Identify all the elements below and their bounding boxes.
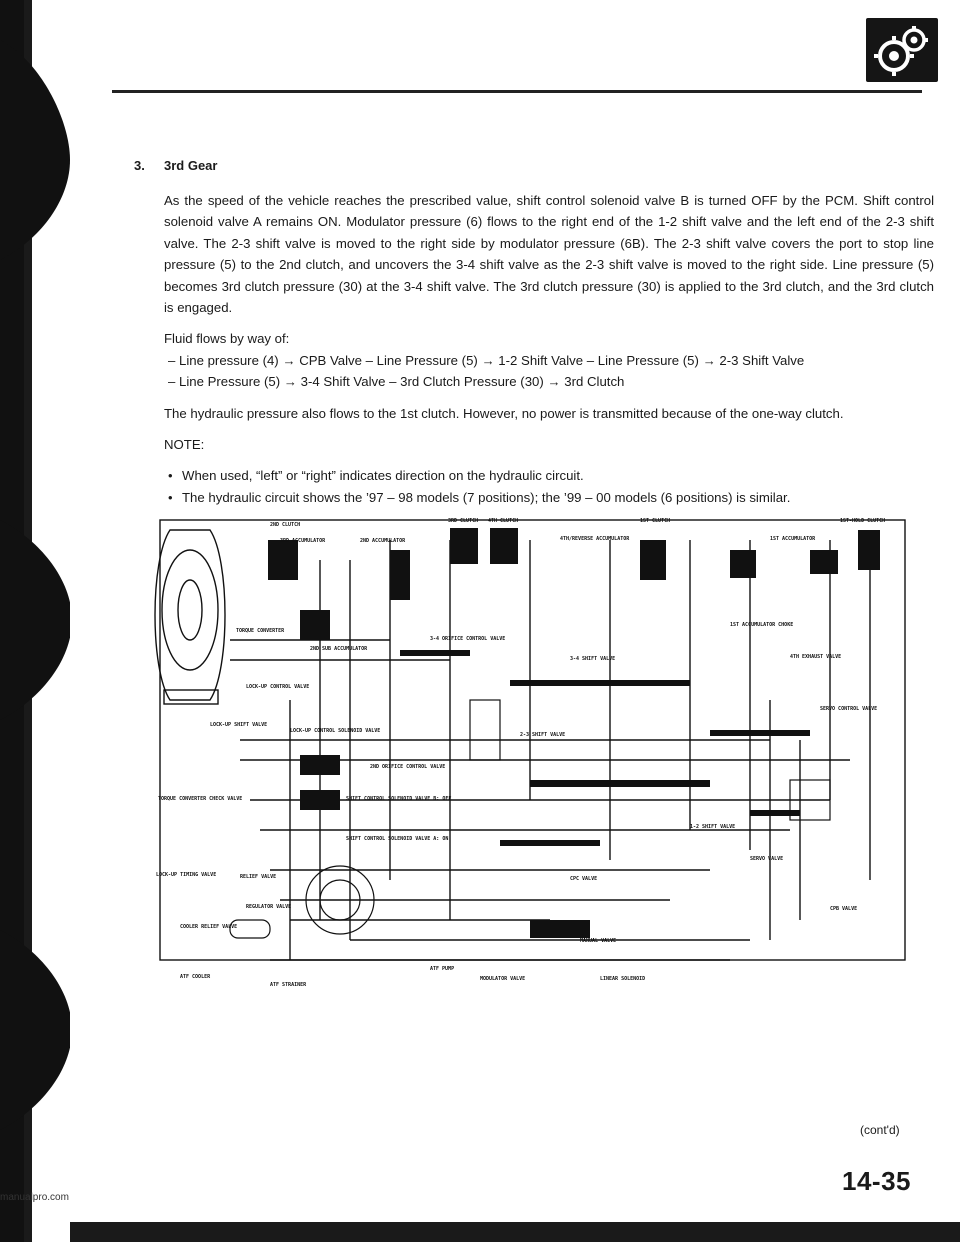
label-lock-up-timing-valve: LOCK-UP TIMING VALVE [156,872,216,878]
label-torque-converter: TORQUE CONVERTER [236,628,285,634]
label-2nd-clutch: 2ND CLUTCH [270,522,300,528]
label-linear-solenoid: LINEAR SOLENOID [600,976,645,982]
label-4th-exhaust-valve: 4TH EXHAUST VALVE [790,654,841,660]
label-2nd-orifice-control-valve: 2ND ORIFICE CONTROL VALVE [370,764,445,770]
section-heading: 3. 3rd Gear [134,158,217,173]
label-atf-cooler: ATF COOLER [180,974,211,980]
label-atf-pump: ATF PUMP [430,966,454,972]
label-1st-accumulator-choke: 1ST ACCUMULATOR CHOKE [730,622,793,628]
label-3-4-shift-valve: 3-4 SHIFT VALVE [570,656,615,662]
paragraph-1: As the speed of the vehicle reaches the … [164,193,934,316]
label-torque-converter-check-valve: TORQUE CONVERTER CHECK VALVE [158,796,242,802]
section-number: 3. [134,158,145,173]
section-title: 3rd Gear [164,158,218,173]
label-3rd-accumulator: 3RD ACCUMULATOR [280,538,326,544]
label-1st-clutch: 1ST CLUTCH [640,518,670,524]
header-rule [112,90,922,93]
footer-bar [70,1222,960,1242]
label-manual-valve: MANUAL VALVE [580,938,616,944]
label-shift-solenoid-b-off: SHIFT CONTROL SOLENOID VALVE B: OFF [346,796,451,802]
body-text: As the speed of the vehicle reaches the … [164,190,934,509]
label-2-3-shift-valve: 2-3 SHIFT VALVE [520,732,565,738]
continued-label: (cont'd) [860,1123,900,1137]
label-1st-accumulator: 1ST ACCUMULATOR [770,536,816,542]
note-list: When used, “left” or “right” indicates d… [164,465,934,508]
page-number: 14-35 [842,1166,911,1196]
label-servo-control-valve: SERVO CONTROL VALVE [820,706,877,712]
label-2nd-accumulator: 2ND ACCUMULATOR [360,538,406,544]
label-1-2-shift-valve: 1-2 SHIFT VALVE [690,824,735,830]
paragraph-2: The hydraulic pressure also flows to the… [164,405,844,421]
label-1st-hold-clutch: 1ST-HOLD CLUTCH [840,518,885,524]
gear-section-icon [866,18,938,82]
label-2nd-sub-accumulator: 2ND SUB ACCUMULATOR [310,646,368,652]
label-4th-clutch: 4TH CLUTCH [488,518,518,524]
label-4th-reverse-accumulator: 4TH/REVERSE ACCUMULATOR [560,536,630,542]
binder-edge-graphic [0,0,70,1242]
label-modulator-valve: MODULATOR VALVE [480,976,525,982]
flow-line-1: – Line pressure (4) → CPB Valve – Line P… [168,352,805,368]
label-lock-up-control-solenoid-valve: LOCK-UP CONTROL SOLENOID VALVE [290,728,380,734]
note-item-1: When used, “left” or “right” indicates d… [164,465,934,487]
label-servo-valve: SERVO VALVE [750,856,783,862]
label-3-4-orifice-control-valve: 3-4 ORIFICE CONTROL VALVE [430,636,505,642]
label-shift-solenoid-a-on: SHIFT CONTROL SOLENOID VALVE A: ON [346,836,448,842]
circuit-svg: 2ND CLUTCH 3RD ACCUMULATOR 2ND ACCUMULAT… [154,518,906,988]
label-lock-up-control-valve: LOCK-UP CONTROL VALVE [246,684,309,690]
flow-intro: Fluid flows by way of: [164,331,290,347]
hydraulic-circuit-diagram: 2ND CLUTCH 3RD ACCUMULATOR 2ND ACCUMULAT… [150,500,920,990]
label-relief-valve: RELIEF VALVE [240,874,276,880]
label-regulator-valve: REGULATOR VALVE [246,904,291,910]
label-atf-strainer: ATF STRAINER [270,982,307,988]
note-item-2: The hydraulic circuit shows the ’97 – 98… [164,487,934,509]
label-cpb-valve: CPB VALVE [830,906,857,912]
label-3rd-clutch: 3RD CLUTCH [448,518,478,524]
flow-list: – Line pressure (4) → CPB Valve – Line P… [164,350,934,393]
label-cpc-valve: CPC VALVE [570,876,597,882]
flow-line-2: – Line Pressure (5) → 3-4 Shift Valve – … [168,374,625,390]
label-cooler-relief-valve: COOLER RELIEF VALVE [180,924,237,930]
footer-url: manualpro.com [0,1192,69,1203]
note-label: NOTE: [164,437,205,453]
label-lock-up-shift-valve: LOCK-UP SHIFT VALVE [210,722,267,728]
